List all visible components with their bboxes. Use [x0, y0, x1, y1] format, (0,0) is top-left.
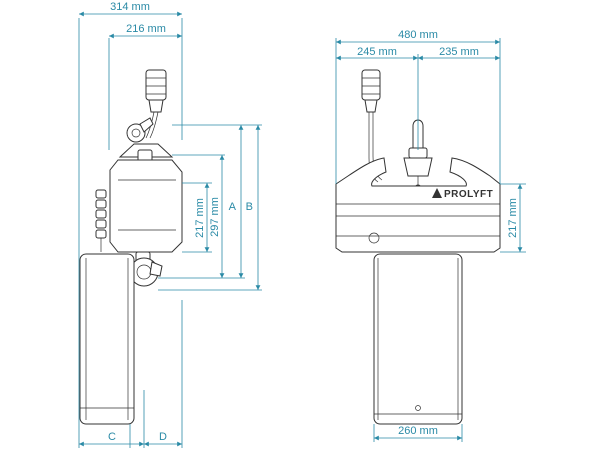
side-view-dimensions: 314 mm 216 mm 217 mm 297 mm A B	[78, 1, 262, 448]
side-view: 314 mm 216 mm 217 mm 297 mm A B	[78, 1, 262, 448]
front-overall-width-label: 480 mm	[398, 29, 438, 41]
side-body-height-label: 217 mm	[194, 198, 206, 238]
brand-name: PROLYFT	[444, 189, 493, 200]
front-left-width-label: 245 mm	[357, 46, 397, 58]
front-view: PROLYFT 480 mm	[335, 29, 526, 442]
front-bag-width-label: 260 mm	[398, 425, 438, 437]
side-label-d: D	[159, 431, 167, 443]
side-hook-height-label: 297 mm	[209, 197, 221, 237]
brand-logo-icon	[432, 188, 442, 198]
front-view-dimensions: 480 mm 245 mm 235 mm 217 mm 260 mm	[335, 29, 526, 442]
side-label-a: A	[229, 201, 237, 213]
front-body-height-label: 217 mm	[507, 198, 519, 238]
side-overall-width-label: 314 mm	[110, 1, 150, 13]
side-label-b: B	[246, 201, 253, 213]
front-view-hoist: PROLYFT	[335, 69, 501, 425]
side-upper-width-label: 216 mm	[126, 23, 166, 35]
side-view-hoist	[79, 69, 183, 425]
side-label-c: C	[108, 431, 116, 443]
front-right-width-label: 235 mm	[439, 46, 479, 58]
